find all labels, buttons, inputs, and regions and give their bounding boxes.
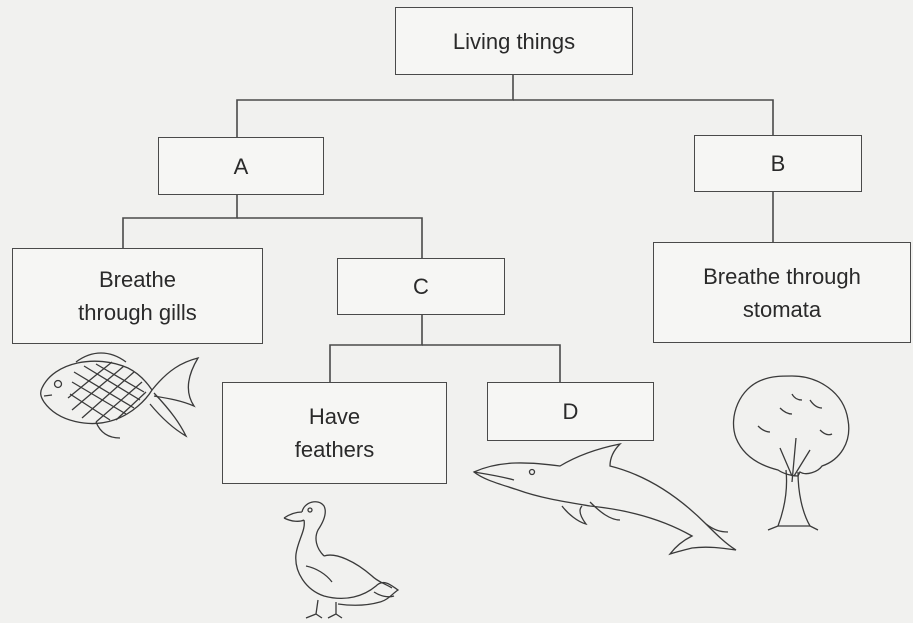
gills-line2: through gills: [78, 296, 197, 329]
gills-node: Breathe through gills: [12, 248, 263, 344]
duck-icon: [276, 496, 406, 621]
root-label: Living things: [453, 25, 575, 58]
node-b-label: B: [771, 147, 786, 180]
node-b: B: [694, 135, 862, 192]
node-d-label: D: [563, 395, 579, 428]
node-a: A: [158, 137, 324, 195]
stomata-line2: stomata: [703, 293, 861, 326]
tree-icon: [722, 372, 862, 532]
feathers-node: Have feathers: [222, 382, 447, 484]
fish-icon: [36, 348, 201, 440]
node-c-label: C: [413, 270, 429, 303]
node-d: D: [487, 382, 654, 441]
gills-line1: Breathe: [78, 263, 197, 296]
feathers-line1: Have: [295, 400, 375, 433]
node-c: C: [337, 258, 505, 315]
node-a-label: A: [234, 150, 249, 183]
root-node: Living things: [395, 7, 633, 75]
stomata-node: Breathe through stomata: [653, 242, 911, 343]
feathers-line2: feathers: [295, 433, 375, 466]
dolphin-icon: [470, 440, 742, 558]
stomata-line1: Breathe through: [703, 260, 861, 293]
